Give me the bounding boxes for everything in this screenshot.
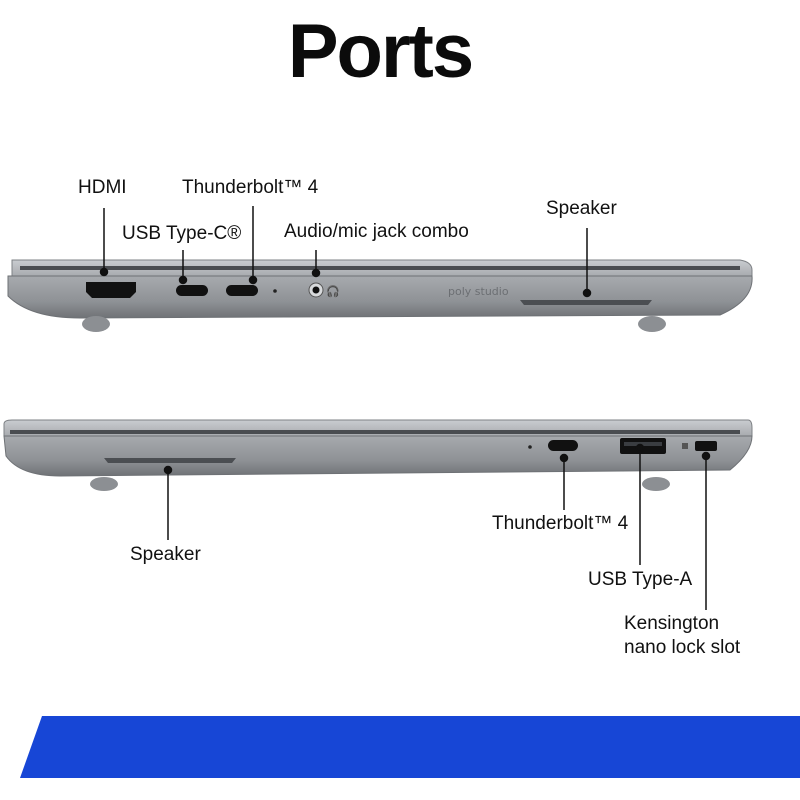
label-thunderbolt-bottom: Thunderbolt™ 4: [492, 513, 629, 534]
lock-icon: [682, 443, 688, 449]
led-indicator: [528, 445, 532, 449]
foot: [90, 477, 118, 491]
label-kensington-line1: Kensington: [624, 613, 720, 634]
hdmi-port: [86, 282, 136, 298]
laptop-left-side: 🎧 poly studio: [7, 206, 753, 332]
label-audio: Audio/mic jack combo: [284, 221, 469, 242]
blue-banner: [20, 716, 800, 778]
label-usb-c: USB Type-C®: [122, 223, 242, 244]
leader-lines: [99, 206, 592, 298]
laptop-right-side: [3, 419, 753, 610]
leader-lines: [163, 443, 711, 610]
usb-c-port: [176, 285, 208, 296]
foot: [638, 316, 666, 332]
thunderbolt-port: [548, 440, 578, 451]
speaker-grille: [104, 458, 236, 463]
foot: [82, 316, 110, 332]
label-thunderbolt-top: Thunderbolt™ 4: [182, 177, 319, 198]
speaker-grille: [520, 300, 652, 305]
label-hdmi: HDMI: [78, 177, 127, 198]
brand-text: poly studio: [448, 285, 509, 298]
label-speaker-top: Speaker: [546, 198, 617, 219]
foot: [642, 477, 670, 491]
label-usb-a: USB Type-A: [588, 569, 693, 590]
kensington-slot: [695, 441, 717, 451]
page-title: Ports: [287, 9, 474, 94]
led-indicator: [273, 289, 277, 293]
thunderbolt-port: [226, 285, 258, 296]
headphone-icon: 🎧: [326, 285, 340, 298]
label-kensington-line2: nano lock slot: [624, 637, 741, 658]
label-speaker-bottom: Speaker: [130, 544, 201, 565]
